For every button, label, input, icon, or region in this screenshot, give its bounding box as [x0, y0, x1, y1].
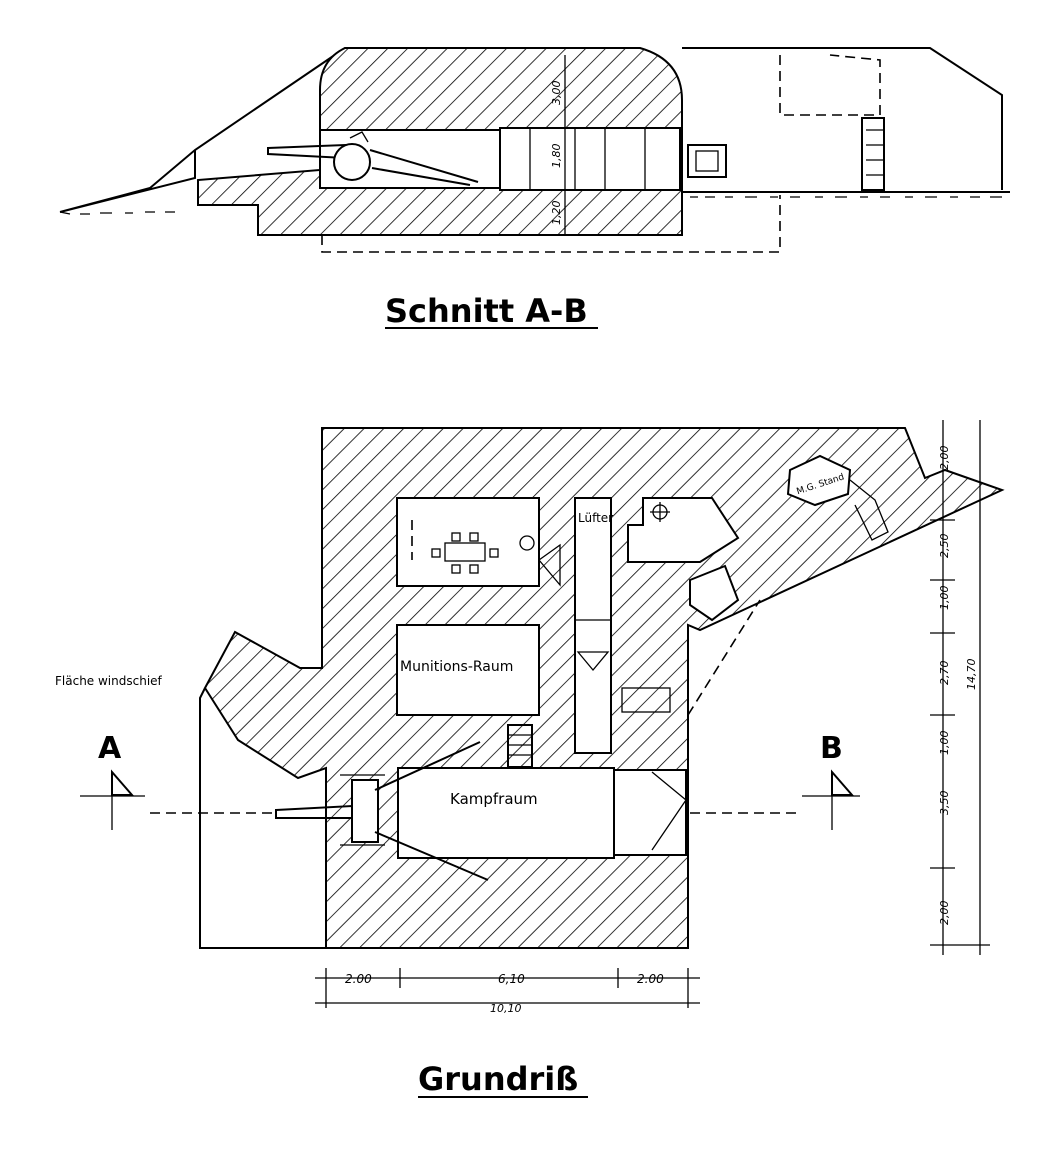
svg-text:2,00: 2,00 [938, 446, 951, 471]
svg-text:2,70: 2,70 [938, 661, 951, 686]
plan-combat-exit [613, 769, 687, 856]
svg-text:A: A [98, 731, 122, 766]
section-dim-2: 1,80 [550, 144, 563, 169]
svg-text:6,10: 6,10 [498, 972, 525, 986]
plan-doorway [689, 564, 740, 622]
surface-label: Fläche windschief [55, 674, 163, 688]
ventilation-label: Lüfter [578, 511, 613, 525]
marker-b: B [690, 731, 860, 830]
section-ventilator [687, 144, 727, 178]
marker-a: A [80, 731, 275, 830]
section-corridor [499, 127, 681, 191]
right-dimensions: 2,00 2,50 1,00 2,70 1,00 3,50 2,00 14,70 [930, 420, 990, 955]
svg-text:2,00: 2,00 [938, 901, 951, 926]
bottom-dimensions: 2.00 6,10 2.00 10,10 [315, 968, 700, 1015]
section-rear-outline [682, 47, 1003, 190]
svg-text:10,10: 10,10 [490, 1002, 522, 1015]
section-dim-3: 1,20 [550, 201, 563, 226]
section-dim-1: 3,00 [550, 81, 563, 106]
svg-text:2,50: 2,50 [938, 534, 951, 559]
plan-view: Lüfter M.G. Stand Munitions-Raum Kampfra… [55, 420, 1005, 1098]
plan-title: Grundriß [418, 1060, 578, 1098]
plan-gun [275, 741, 489, 881]
svg-text:1,00: 1,00 [938, 586, 951, 611]
section-title: Schnitt A-B [385, 292, 588, 330]
section-view: 3,00 1,80 1,20 Schnitt A-B [59, 47, 1010, 330]
section-gun [267, 131, 479, 186]
svg-text:14,70: 14,70 [965, 659, 978, 691]
plan-ventilation-shaft [574, 497, 612, 754]
svg-text:B: B [820, 731, 843, 766]
section-stair [861, 117, 885, 191]
plan-combat-room [397, 767, 615, 859]
plan-quarters-room [396, 497, 540, 587]
svg-text:2.00: 2.00 [345, 972, 372, 986]
mg-stand [786, 454, 852, 507]
plan-ammo-room [396, 624, 540, 716]
svg-text:2.00: 2.00 [637, 972, 664, 986]
ammo-room-label: Munitions-Raum [400, 659, 513, 675]
earth-embankment [59, 47, 346, 213]
svg-text:1,00: 1,00 [938, 731, 951, 756]
combat-room-label: Kampfraum [450, 790, 538, 808]
svg-text:3,50: 3,50 [938, 791, 951, 816]
plan-entrance-chamber [627, 497, 740, 563]
